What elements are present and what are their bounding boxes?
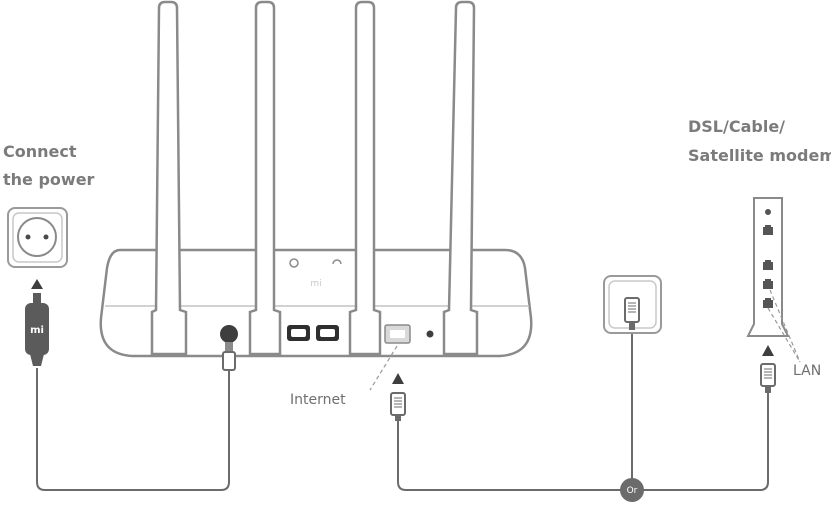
lan-port-2-slot <box>320 329 335 337</box>
lan-hint-line-1 <box>767 307 801 363</box>
antennas <box>150 0 479 356</box>
antenna-2 <box>248 0 282 356</box>
status-led-left <box>289 258 299 268</box>
lan-port-1-slot <box>291 329 306 337</box>
socket-icon <box>17 217 57 257</box>
connect-power-label-line1: Connect <box>3 142 77 161</box>
internet-hint-line <box>369 345 398 391</box>
internet-arrow-icon <box>392 373 404 384</box>
antenna-4 <box>442 0 479 356</box>
ethernet-cable <box>397 392 769 491</box>
status-led-right <box>332 259 342 265</box>
lan-label: LAN <box>793 363 821 379</box>
connect-power-label-line2: the power <box>3 170 95 189</box>
modem-port-4 <box>763 298 773 308</box>
internet-label: Internet <box>290 392 346 408</box>
modem-port-3 <box>763 279 773 289</box>
router: mi <box>99 0 533 358</box>
or-label: Or <box>627 486 638 496</box>
dc-power-jack <box>220 325 238 343</box>
reset-button <box>426 330 434 338</box>
modem-label-line2: Satellite modem <box>688 146 831 165</box>
lan-arrow-icon <box>762 345 774 356</box>
modem-led <box>765 209 771 215</box>
cables <box>36 332 769 491</box>
or-badge: Or <box>620 478 644 502</box>
power-plug: mi <box>25 293 49 366</box>
antenna-1 <box>150 0 188 356</box>
modem-port-1 <box>763 225 773 235</box>
power-arrow-icon <box>31 279 43 289</box>
ethernet-plug-internet <box>390 392 406 421</box>
power-cable <box>36 368 230 491</box>
lan-hint-line-2 <box>769 289 801 363</box>
dc-plug <box>222 342 236 371</box>
modem-port-2 <box>763 260 773 270</box>
modem-label-line1: DSL/Cable/ <box>688 117 785 136</box>
plug-logo: mi <box>30 325 44 336</box>
ethernet-plug-lan <box>760 363 776 393</box>
wall-ethernet-jack <box>603 275 662 334</box>
internet-port-slot <box>390 330 405 338</box>
router-logo: mi <box>310 279 321 289</box>
antenna-3 <box>348 0 382 356</box>
wall-socket <box>7 207 68 268</box>
router-body <box>99 248 533 358</box>
modem <box>746 197 790 337</box>
